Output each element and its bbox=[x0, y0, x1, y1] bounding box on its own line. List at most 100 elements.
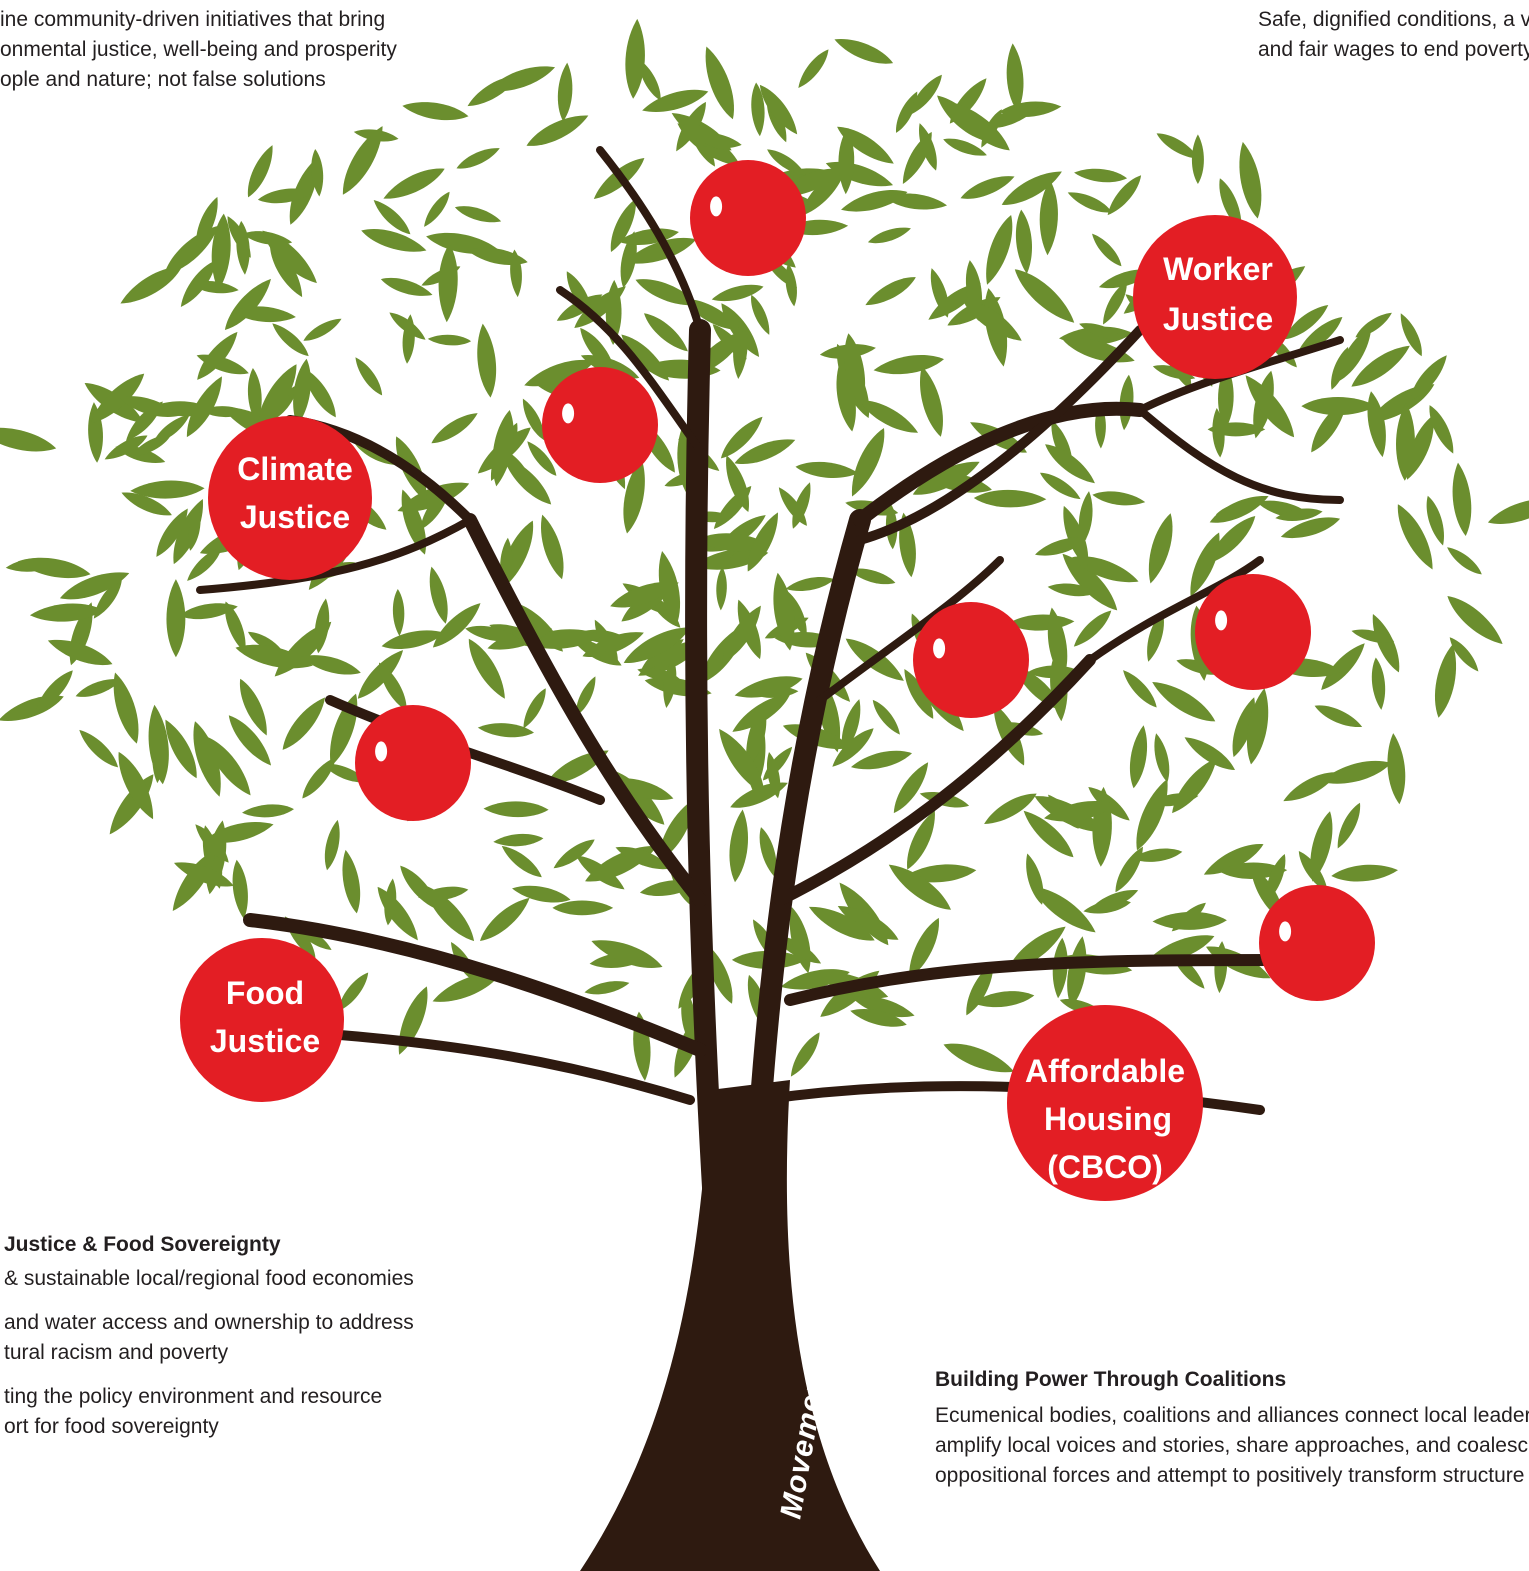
leaf bbox=[241, 802, 295, 820]
bottom-right-line: amplify local voices and stories, share … bbox=[935, 1434, 1528, 1457]
leaf bbox=[1332, 800, 1366, 852]
leaf bbox=[379, 161, 449, 207]
leaf bbox=[427, 407, 482, 449]
leaf bbox=[518, 685, 551, 732]
fruit-climate-label-1: Climate bbox=[237, 451, 353, 487]
fruit-food-label-2: Justice bbox=[210, 1023, 320, 1059]
bottom-right-heading: Building Power Through Coalitions bbox=[935, 1368, 1287, 1391]
leaf bbox=[1128, 775, 1176, 854]
leaf bbox=[843, 424, 893, 501]
leaf bbox=[1301, 397, 1377, 416]
fruit-highlight bbox=[375, 741, 388, 762]
top-left-text: ine community-driven initiatives that br… bbox=[0, 5, 397, 95]
leaf bbox=[300, 314, 345, 346]
leaf bbox=[392, 588, 406, 637]
leaf bbox=[350, 354, 387, 399]
bottom-left-line: tural racism and poverty bbox=[4, 1341, 229, 1364]
leaf bbox=[940, 1035, 1018, 1081]
bottom-left-text: Justice & Food Sovereignty & sustainable… bbox=[4, 1230, 414, 1442]
leaf bbox=[715, 566, 728, 611]
fruit-affordable-housing: Affordable Housing (CBCO) bbox=[1007, 1005, 1203, 1201]
fruit bbox=[542, 367, 658, 483]
leaf bbox=[785, 1028, 825, 1081]
leaf bbox=[1279, 765, 1341, 808]
bottom-left-line: & sustainable local/regional food econom… bbox=[4, 1267, 414, 1290]
leaf bbox=[1147, 674, 1221, 730]
leaf bbox=[424, 564, 453, 626]
bottom-left-line: ort for food sovereignty bbox=[4, 1415, 219, 1438]
leaf bbox=[1191, 134, 1204, 184]
fruit-highlight bbox=[1215, 610, 1228, 631]
leaf bbox=[483, 800, 549, 818]
fruit-food-label-1: Food bbox=[226, 975, 304, 1011]
leaf bbox=[166, 579, 186, 658]
leaf bbox=[1384, 732, 1408, 805]
leaf bbox=[793, 45, 834, 92]
bottom-left-line: and water access and ownership to addres… bbox=[4, 1311, 414, 1334]
leaf bbox=[463, 70, 522, 113]
leaf bbox=[1073, 166, 1128, 185]
top-right-line: Safe, dignified conditions, a v bbox=[1258, 8, 1529, 31]
bottom-right-line: Ecumenical bodies, coalitions and allian… bbox=[935, 1404, 1529, 1427]
fruit bbox=[1195, 574, 1311, 690]
leaf bbox=[522, 108, 593, 154]
leaf bbox=[1312, 699, 1365, 733]
leaf bbox=[1065, 187, 1115, 218]
leaf bbox=[453, 201, 503, 227]
leaf bbox=[1404, 350, 1453, 405]
bottom-right-line: oppositional forces and attempt to posit… bbox=[935, 1464, 1525, 1487]
leaf bbox=[732, 670, 805, 704]
leaf bbox=[144, 703, 173, 786]
leaf bbox=[784, 573, 836, 595]
fruits bbox=[355, 160, 1375, 1001]
fruit-worker-label-1: Worker bbox=[1163, 251, 1273, 287]
leaf bbox=[1118, 666, 1162, 712]
fruit-food-justice: Food Justice bbox=[180, 938, 344, 1102]
fruit-highlight bbox=[933, 638, 946, 659]
leaf bbox=[378, 272, 435, 302]
leaf bbox=[474, 891, 535, 947]
top-right-line: and fair wages to end poverty bbox=[1258, 38, 1529, 61]
leaf bbox=[1109, 843, 1149, 896]
leaf bbox=[1141, 510, 1180, 586]
leaf bbox=[497, 841, 546, 883]
leaf bbox=[74, 725, 123, 773]
leaf bbox=[454, 142, 503, 174]
leaf bbox=[337, 848, 365, 915]
leaf bbox=[401, 97, 470, 125]
leaf bbox=[861, 271, 920, 312]
top-left-line: onmental justice, well-being and prosper… bbox=[0, 38, 397, 61]
leaf bbox=[534, 512, 570, 582]
leaf bbox=[1365, 610, 1406, 676]
leaf bbox=[241, 142, 279, 201]
fruit-worker-label-2: Justice bbox=[1163, 301, 1273, 337]
leaf bbox=[1004, 42, 1026, 112]
fruit-climate-label-2: Justice bbox=[240, 499, 350, 535]
leaf bbox=[588, 932, 666, 976]
fruit-housing-label-1: Affordable bbox=[1025, 1053, 1185, 1089]
leaf bbox=[973, 489, 1047, 509]
leaf bbox=[1369, 656, 1388, 711]
leaf bbox=[30, 665, 78, 716]
fruit bbox=[690, 160, 806, 276]
fruit-housing-label-3: (CBCO) bbox=[1047, 1149, 1163, 1185]
leaf bbox=[726, 808, 752, 884]
leaf bbox=[1449, 461, 1475, 537]
leaf bbox=[872, 350, 946, 379]
tree-trunk bbox=[580, 1080, 880, 1571]
leaf bbox=[552, 900, 614, 916]
leaf bbox=[1088, 230, 1126, 270]
fruit bbox=[1259, 885, 1375, 1001]
leaf bbox=[473, 322, 500, 399]
bottom-left-heading: Justice & Food Sovereignty bbox=[4, 1233, 281, 1256]
leaf bbox=[583, 977, 631, 998]
leaf bbox=[492, 832, 544, 848]
leaf bbox=[0, 420, 59, 458]
leaf bbox=[1125, 724, 1152, 790]
leaf bbox=[29, 601, 104, 625]
fruit-worker-justice: Worker Justice bbox=[1133, 215, 1297, 379]
fruit-climate-justice: Climate Justice bbox=[208, 416, 372, 580]
leaf bbox=[866, 223, 913, 248]
leaf bbox=[1008, 262, 1081, 330]
